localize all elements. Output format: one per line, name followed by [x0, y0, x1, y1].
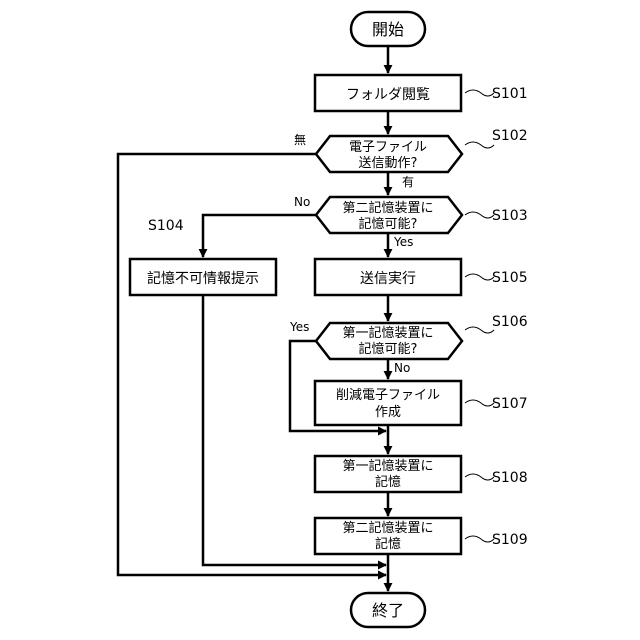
- s103-no-branch-label: No: [294, 195, 310, 209]
- s102-yes-branch-label: 有: [402, 175, 414, 189]
- s106-label-line1: 第一記憶装置に: [342, 325, 433, 341]
- start-terminal: 開始: [351, 12, 425, 46]
- s108-label-line2: 記憶: [375, 474, 401, 490]
- s105-step-number: S105: [492, 270, 528, 286]
- step-s107-create-reduced-file: 削減電子ファイル 作成: [315, 381, 461, 425]
- s107-label-line1: 削減電子ファイル: [336, 387, 440, 403]
- start-label: 開始: [372, 20, 404, 39]
- step-s104-unstorable-notice: 記憶不可情報提示: [130, 259, 276, 295]
- s108-leader: [465, 474, 494, 480]
- decision-s106-first-storage-possible: 第一記憶装置に 記憶可能?: [316, 323, 462, 359]
- s106-yes-branch-label: Yes: [289, 320, 309, 334]
- s103-label-line1: 第二記憶装置に: [342, 200, 433, 216]
- arrow-s103-no-to-s104: [203, 215, 316, 257]
- s101-leader: [465, 90, 494, 96]
- s107-label-line2: 作成: [375, 405, 401, 420]
- decision-s103-second-storage-possible: 第二記憶装置に 記憶可能?: [316, 197, 462, 233]
- s102-leader: [465, 142, 494, 148]
- s103-yes-branch-label: Yes: [393, 235, 413, 249]
- s102-label-line1: 電子ファイル: [349, 140, 427, 155]
- s109-step-number: S109: [492, 532, 528, 548]
- step-s109-store-second-device: 第二記憶装置に 記憶: [315, 518, 461, 554]
- s103-label-line2: 記憶可能?: [359, 216, 418, 232]
- s109-label-line2: 記憶: [375, 536, 401, 552]
- s103-step-number: S103: [492, 208, 528, 224]
- s106-step-number: S106: [492, 314, 528, 330]
- s103-leader: [465, 212, 494, 218]
- s109-leader: [465, 536, 494, 542]
- s104-step-number: S104: [148, 218, 184, 234]
- s102-step-number: S102: [492, 128, 528, 144]
- s107-step-number: S107: [492, 396, 528, 412]
- s106-leader: [465, 327, 494, 333]
- s101-step-number: S101: [492, 86, 528, 102]
- step-s101-folder-browse: フォルダ閲覧: [315, 75, 461, 111]
- s106-no-branch-label: No: [394, 361, 410, 375]
- s105-leader: [465, 274, 494, 280]
- s101-label: フォルダ閲覧: [346, 86, 430, 103]
- s106-label-line2: 記憶可能?: [359, 341, 418, 357]
- end-label: 終了: [372, 601, 404, 620]
- s102-no-branch-label: 無: [294, 132, 306, 147]
- s109-label-line1: 第二記憶装置に: [342, 520, 433, 536]
- decision-s102-send-action: 電子ファイル 送信動作?: [316, 136, 462, 172]
- step-s105-execute-send: 送信実行: [315, 259, 461, 295]
- s102-label-line2: 送信動作?: [359, 156, 418, 171]
- s107-leader: [465, 400, 494, 406]
- s108-label-line1: 第一記憶装置に: [342, 458, 433, 474]
- s105-label: 送信実行: [360, 271, 416, 287]
- end-terminal: 終了: [351, 593, 425, 627]
- s108-step-number: S108: [492, 470, 528, 486]
- step-s108-store-first-device: 第一記憶装置に 記憶: [315, 456, 461, 492]
- s104-label: 記憶不可情報提示: [147, 270, 259, 287]
